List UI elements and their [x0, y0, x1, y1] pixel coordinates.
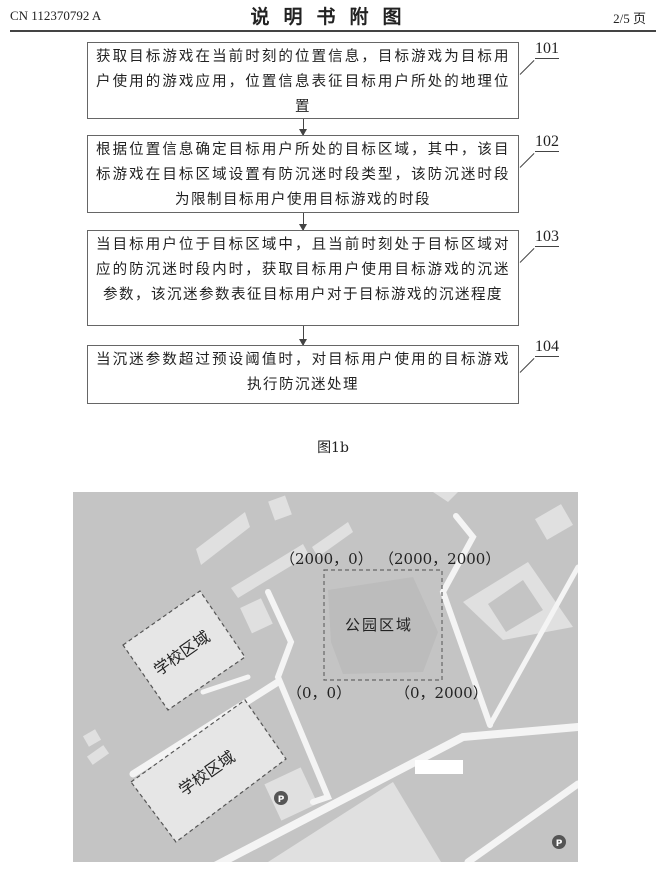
flow-step-104: 当沉迷参数超过预设阈值时，对目标用户使用的目标游戏执行防沉迷处理 [87, 345, 519, 404]
map-graphic: P P [82, 492, 578, 862]
roads [129, 513, 578, 862]
coord-top-left: （2000，0） [280, 550, 373, 568]
step-label-104: 104 [535, 338, 559, 357]
figure-caption: 图1b [317, 440, 349, 456]
parking-glyph: P [556, 839, 563, 849]
school-zone-1 [122, 590, 246, 711]
step-label-103: 103 [535, 228, 559, 247]
leader-line [519, 358, 535, 373]
white-block [415, 760, 463, 774]
flow-arrow [299, 119, 307, 136]
map-figure: P P （2000，0） （2000，2000） （0，0） （0，2000） … [73, 492, 578, 862]
parking-glyph: P [278, 795, 285, 805]
step-label-102: 102 [535, 133, 559, 152]
school-zone-2 [130, 699, 287, 843]
flow-step-102: 根据位置信息确定目标用户所处的目标区域，其中，该目标游戏在目标区域设置有防沉迷时… [87, 135, 519, 213]
page-number: 2/5 页 [613, 11, 646, 26]
park-zone-boundary [323, 569, 443, 681]
page-title: 说明书附图 [250, 6, 416, 28]
coord-bottom-left: （0，0） [287, 684, 352, 702]
leader-line [519, 153, 535, 168]
leader-line [519, 60, 535, 75]
park-area [328, 577, 438, 674]
parking-icon: P [552, 835, 566, 849]
flow-arrow [299, 213, 307, 231]
step-label-101: 101 [535, 40, 559, 59]
coord-bottom-right: （0，2000） [395, 684, 488, 702]
flow-step-101: 获取目标游戏在当前时刻的位置信息，目标游戏为目标用户使用的游戏应用，位置信息表征… [87, 42, 519, 119]
flow-step-103: 当目标用户位于目标区域中，且当前时刻处于目标区域对应的防沉迷时段内时，获取目标用… [87, 230, 519, 326]
parking-icon: P [274, 791, 288, 805]
coord-top-right: （2000，2000） [379, 550, 501, 568]
leader-line [519, 248, 535, 263]
document-number: CN 112370792 A [10, 8, 102, 23]
header-divider [10, 30, 656, 32]
flow-arrow [299, 326, 307, 346]
park-zone-label: 公园区域 [345, 616, 414, 634]
